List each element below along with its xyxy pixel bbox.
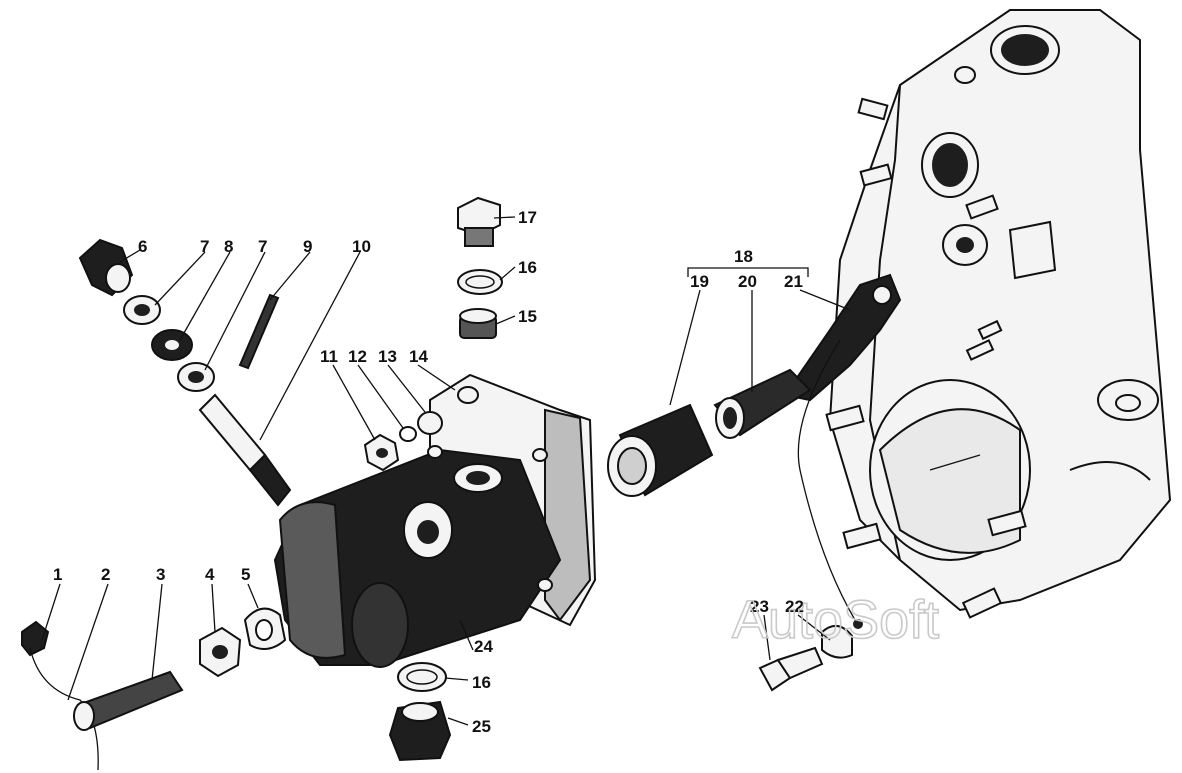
pin-9-part [238,293,280,370]
callout-16a: 16 [518,258,537,277]
callout-22: 22 [785,597,804,616]
callout-19: 19 [690,272,709,291]
callout-17: 17 [518,208,537,227]
callout-5: 5 [241,565,250,584]
body-24-part [273,373,597,668]
callout-labels: 1 2 3 4 5 6 7 8 7 9 10 11 12 13 14 15 16… [53,208,804,736]
washer-16-top-hole [465,275,495,289]
washer-7b-hole [188,371,204,383]
callout-9: 9 [303,237,312,256]
callout-20: 20 [738,272,757,291]
callout-6: 6 [138,237,147,256]
lockwasher-12-part [399,426,417,442]
fitting-6-part [78,238,134,297]
callout-7a: 7 [200,237,209,256]
tabwasher-5-hole [255,619,273,641]
washer-7a-hole [134,304,150,316]
screw-3-part [73,670,184,731]
callout-16b: 16 [472,673,491,692]
wire-2-part [29,647,99,771]
callout-10: 10 [352,237,371,256]
callout-21: 21 [784,272,803,291]
callout-1: 1 [53,565,62,584]
piston-19-part [607,403,714,497]
callout-2: 2 [101,565,110,584]
callout-4: 4 [205,565,215,584]
washer-22-part [821,625,853,659]
ring-8-hole [165,340,179,350]
callout-12: 12 [348,347,367,366]
bolt-23-part [758,646,824,692]
washer-16-bottom-hole [406,669,438,685]
callout-11: 11 [320,347,338,366]
watermark-text: AutoSoft [732,590,939,650]
nut-4-hole [212,645,228,659]
spring-20-part [713,368,812,439]
leader-lines [41,216,851,726]
plug-17-part [457,196,501,247]
lever-21-part [783,273,902,629]
callout-23: 23 [750,597,769,616]
callout-25: 25 [472,717,491,736]
cap-1-part [21,620,50,657]
washer-13-part [417,411,443,435]
callout-18: 18 [734,247,753,266]
needle-10-part [198,393,292,507]
nut-11-hole [376,448,388,458]
fitting-25-part [388,700,452,762]
callout-15: 15 [518,307,537,326]
callout-7b: 7 [258,237,267,256]
callout-8: 8 [224,237,233,256]
callout-14: 14 [409,347,428,366]
housing-part [825,9,1172,619]
callout-24: 24 [474,637,493,656]
sleeve-15-part [459,308,497,339]
callout-3: 3 [156,565,165,584]
callout-13: 13 [378,347,397,366]
